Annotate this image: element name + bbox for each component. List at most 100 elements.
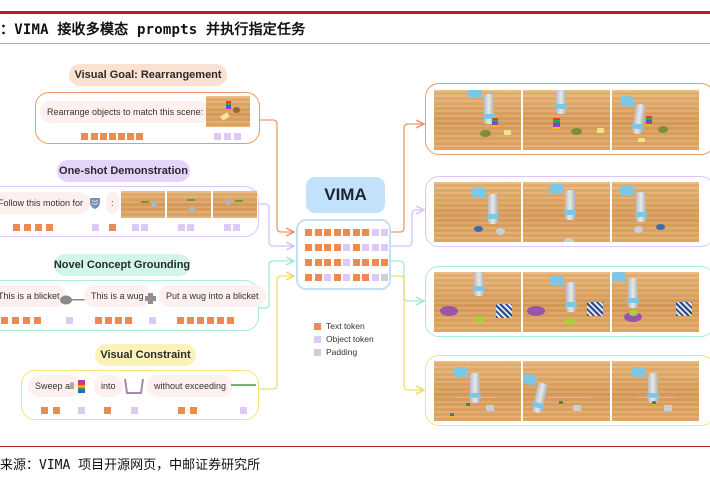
text-token <box>305 259 312 266</box>
wire-visual-goal-out <box>391 124 424 233</box>
scene-object <box>629 310 638 316</box>
text-token <box>362 229 369 236</box>
text-token <box>324 244 331 251</box>
visual-constraint-result-panel <box>425 355 710 426</box>
object-token-swatch <box>314 335 321 343</box>
container-icon <box>123 378 145 394</box>
robot-arm <box>549 184 576 220</box>
scene-object <box>496 304 512 318</box>
shield-object-icon <box>90 196 100 209</box>
constraint-result-frame-2 <box>523 361 610 421</box>
legend-item-padding: Padding <box>314 346 374 358</box>
sweep-all-chip: Sweep all <box>28 375 82 397</box>
scene-object <box>450 413 454 417</box>
scene-object <box>496 228 505 235</box>
scene-object <box>573 405 581 411</box>
wire-one-shot-out <box>391 210 424 247</box>
scene-object <box>597 128 604 133</box>
text-token <box>362 274 369 281</box>
scene-object <box>549 397 589 398</box>
text-token <box>333 244 341 251</box>
legend-label: Text token <box>326 321 365 331</box>
one-shot-panel: Follow this motion for : <box>0 186 259 237</box>
robot-arm <box>550 276 577 312</box>
scene-object <box>658 126 668 133</box>
demo-frame-3 <box>213 191 257 218</box>
token-legend: Text token Object token Padding <box>314 320 374 359</box>
header-rule <box>0 11 710 14</box>
visual-goal-chip: Rearrange objects to match this scene: <box>40 101 211 123</box>
object-token <box>324 274 331 281</box>
robot-arm <box>619 95 647 135</box>
vima-model-label: VIMA <box>306 177 385 213</box>
object-token <box>362 244 369 251</box>
constraint-result-frame-3 <box>612 361 699 421</box>
scene-object <box>624 312 642 322</box>
novel-concept-result-frame-3 <box>612 272 699 332</box>
dice-stack-icon <box>78 380 85 393</box>
visual-constraint-panel: Sweep all into without exceeding <box>21 370 259 420</box>
scene-object <box>492 118 498 127</box>
object-token <box>371 274 379 281</box>
vima-diagram: Visual Goal: Rearrangement Rearrange obj… <box>0 44 710 446</box>
object-token <box>371 229 379 236</box>
scene-object <box>587 302 603 316</box>
figure-title: ：VIMA 接收多模态 prompts 并执行指定任务 <box>0 22 306 38</box>
vima-token-grid <box>296 219 391 290</box>
scene-object <box>646 116 652 126</box>
wire-visual-constraint-out <box>391 275 424 390</box>
text-token <box>371 259 379 266</box>
footer-rule <box>0 446 710 447</box>
text-token <box>352 229 360 236</box>
text-token <box>362 259 369 266</box>
one-shot-chip-colon: : <box>106 192 119 214</box>
boundary-line-icon <box>231 384 256 386</box>
text-token <box>381 259 388 266</box>
goal-scene-image <box>206 96 250 127</box>
scene-object <box>676 302 692 316</box>
robot-arm <box>473 272 485 296</box>
connector-wires <box>259 119 710 446</box>
one-shot-result-frame-3 <box>612 182 699 242</box>
text-token <box>333 274 341 281</box>
scene-object <box>440 306 458 316</box>
text-token <box>305 244 312 251</box>
object-token <box>371 244 379 251</box>
scene-object <box>480 130 491 137</box>
scene-object <box>652 401 656 405</box>
novel-concept-panel: This is a blicket This is a wug Put a wu… <box>0 280 266 331</box>
scene-object <box>504 130 511 135</box>
legend-item-object: Object token <box>314 333 374 345</box>
wire-novel-concept-in <box>259 261 294 309</box>
visual-constraint-title: Visual Constraint <box>95 344 196 366</box>
goal-result-frame-2 <box>523 90 610 150</box>
novel-concept-result-panel <box>425 266 710 337</box>
visual-goal-result-panel <box>425 83 710 155</box>
text-token <box>314 244 322 251</box>
scene-object <box>474 316 485 323</box>
scene-object <box>474 226 483 232</box>
scene-object <box>656 224 665 230</box>
object-token <box>381 244 388 251</box>
text-token <box>314 274 322 281</box>
wire-visual-constraint-in <box>259 276 294 390</box>
without-exceeding-chip: without exceeding <box>147 375 234 397</box>
text-token <box>343 229 350 236</box>
object-token <box>343 259 350 266</box>
one-shot-title: One-shot Demonstration <box>57 160 190 182</box>
scene-object <box>564 318 575 325</box>
object-token <box>381 229 388 236</box>
one-shot-result-frame-1 <box>434 182 521 242</box>
scene-object <box>664 405 672 411</box>
scene-object <box>466 403 470 407</box>
scene-object <box>638 138 645 142</box>
one-shot-result-panel <box>425 176 710 247</box>
title-rule <box>0 43 710 44</box>
text-token <box>305 274 312 281</box>
scene-object <box>458 397 498 398</box>
scene-object <box>564 238 574 242</box>
text-token <box>314 229 322 236</box>
visual-goal-panel: Rearrange objects to match this scene: <box>35 92 260 144</box>
scene-object <box>634 226 643 233</box>
robot-arm <box>555 90 567 114</box>
